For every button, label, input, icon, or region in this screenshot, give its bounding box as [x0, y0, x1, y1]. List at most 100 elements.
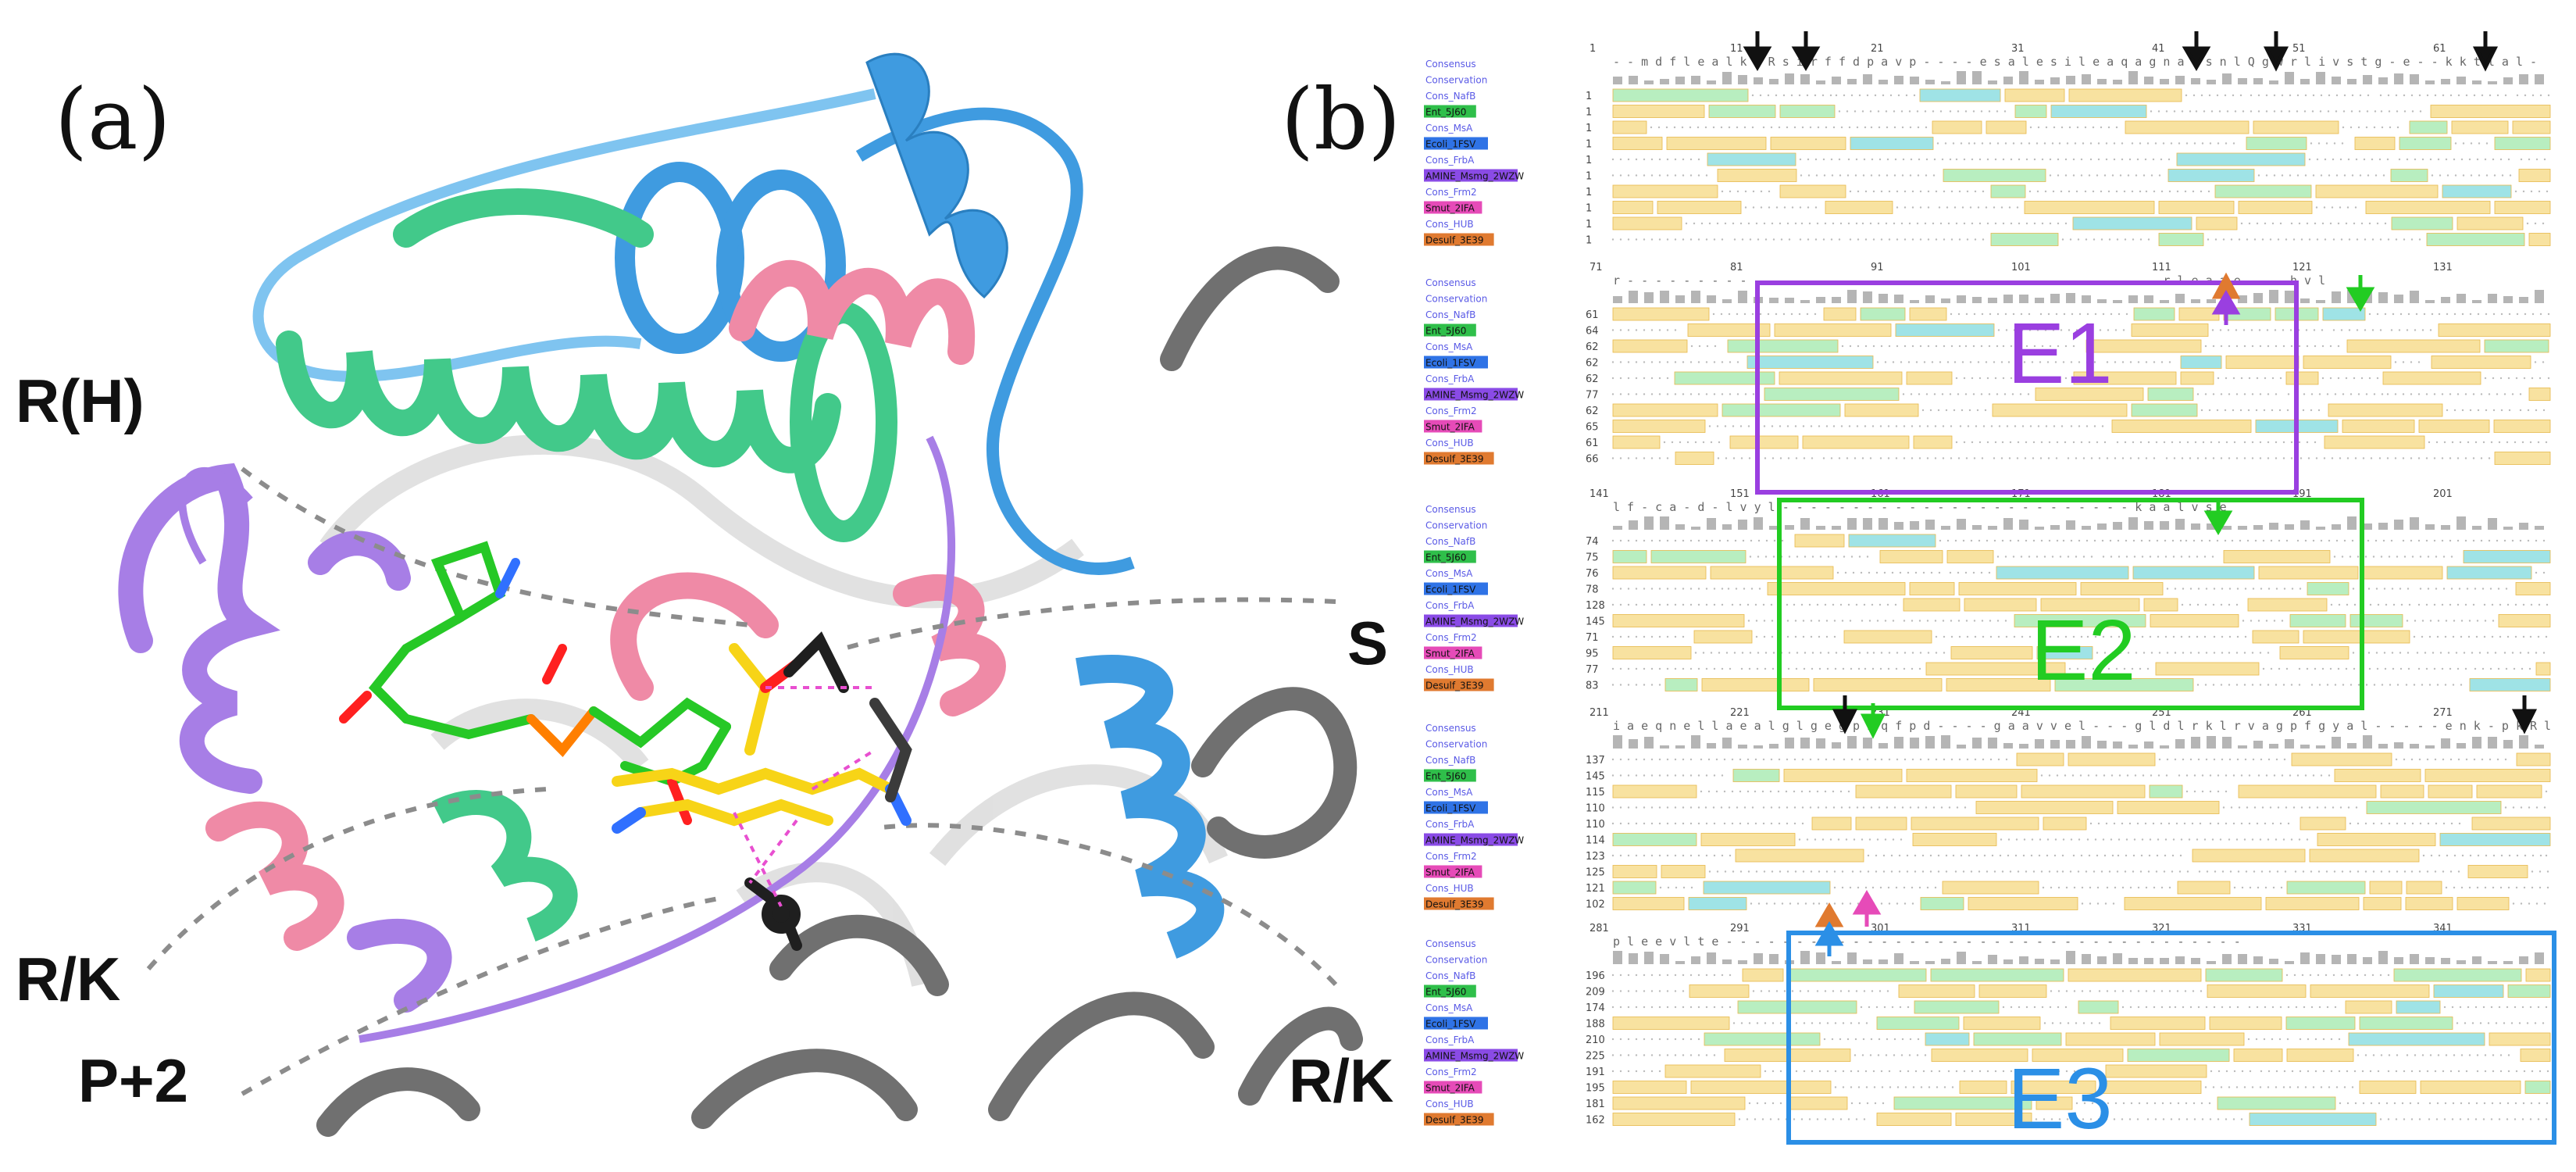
gap-dot [2367, 588, 2371, 590]
gap-dot [1635, 635, 1638, 638]
residue-highlight [2150, 614, 2239, 627]
gap-dot [2168, 886, 2171, 889]
gap-dot [2345, 377, 2348, 380]
gap-dot [1925, 158, 1928, 161]
gap-dot [2445, 886, 2448, 889]
gap-dot [1713, 361, 1716, 363]
gap-dot [1697, 1054, 1700, 1056]
gap-dot [2411, 822, 2414, 825]
gap-dot [2089, 886, 2092, 889]
gap-dot [2099, 329, 2102, 331]
sequence-name: Ent_5J60 [1425, 326, 1466, 337]
gap-dot [1855, 222, 1858, 225]
gap-dot [2387, 238, 2390, 241]
gap-dot [2116, 238, 2119, 241]
gap-dot [2403, 94, 2406, 97]
gap-dot [2359, 94, 2362, 97]
gap-dot [2453, 158, 2456, 161]
gap-dot [2043, 142, 2046, 145]
gap-dot [2529, 1118, 2532, 1120]
gap-dot [1635, 1054, 1638, 1056]
gap-dot [1914, 1070, 1918, 1073]
gap-dot [2018, 377, 2021, 380]
residue-highlight [2209, 1017, 2282, 1030]
gap-dot [2219, 838, 2222, 841]
gap-dot [1658, 588, 1661, 590]
gap-dot [2033, 1006, 2036, 1009]
gap-dot [1643, 684, 1646, 686]
residue-highlight [1675, 452, 1714, 465]
gap-dot [1705, 588, 1708, 590]
gap-dot [2429, 158, 2432, 161]
gap-dot [1800, 603, 1804, 606]
gap-dot [2111, 652, 2114, 654]
gap-dot [2320, 174, 2323, 177]
gap-dot [2000, 457, 2003, 459]
gap-dot [1835, 652, 1838, 654]
gap-dot [1619, 238, 1622, 241]
gap-dot [2061, 238, 2064, 241]
gap-dot [2328, 94, 2331, 97]
gap-dot [2075, 329, 2078, 331]
gap-dot [2375, 588, 2378, 590]
gap-dot [2221, 758, 2224, 761]
gap-dot [2204, 1086, 2207, 1088]
gap-dot [1824, 1118, 1827, 1120]
gap-dot [1846, 1038, 1850, 1041]
residue-highlight [2068, 968, 2202, 982]
gap-dot [2255, 409, 2258, 412]
gap-dot [1762, 126, 1765, 129]
gap-dot [2492, 313, 2496, 316]
gap-dot [2504, 758, 2507, 761]
gap-dot [1786, 126, 1789, 129]
gap-dot [1611, 806, 1614, 809]
gap-dot [1713, 603, 1716, 606]
gap-dot [2185, 1118, 2189, 1120]
gap-dot [2445, 1054, 2448, 1056]
sequence-start: 1 [1586, 187, 1592, 198]
gap-dot [2380, 870, 2383, 873]
gap-dot [1793, 1118, 1796, 1120]
gap-dot [2232, 1118, 2235, 1120]
gap-dot [2376, 222, 2379, 225]
gap-dot [2542, 539, 2546, 542]
gap-dot [1619, 667, 1622, 670]
gap-dot [2449, 758, 2453, 761]
gap-dot [1977, 206, 1980, 209]
gap-dot [2528, 158, 2531, 161]
gap-dot [1817, 806, 1820, 809]
purple-helix [118, 463, 452, 1013]
gap-dot [2156, 854, 2159, 857]
gap-dot [1937, 870, 1940, 873]
gap-dot [2235, 684, 2239, 686]
gap-dot [2192, 1102, 2196, 1105]
gap-dot [1929, 854, 1932, 857]
residue-highlight [2535, 662, 2551, 676]
gap-dot [1969, 206, 1972, 209]
gap-dot [1771, 1102, 1775, 1105]
gap-dot [2542, 409, 2546, 412]
gap-dot [2018, 1006, 2021, 1009]
gap-dot [1895, 425, 1898, 427]
sequence-start: 62 [1586, 358, 1599, 370]
sequence-start: 64 [1586, 326, 1599, 338]
gap-dot [1721, 667, 1724, 670]
gap-dot [1978, 377, 1982, 380]
gap-dot [2063, 313, 2066, 316]
gap-dot [2147, 238, 2150, 241]
gap-dot [2277, 238, 2280, 241]
conservation-bar [2097, 523, 2107, 530]
gap-dot [2162, 142, 2165, 145]
gap-dot [1705, 393, 1708, 395]
gap-dot [2330, 1038, 2333, 1041]
gap-dot [1971, 1070, 1974, 1073]
gap-dot [1611, 667, 1614, 670]
gap-dot [1907, 571, 1910, 574]
sequence-name: Desulf_3E39 [1425, 454, 1484, 465]
gap-dot [2529, 1006, 2532, 1009]
residue-highlight [1964, 598, 2037, 612]
gap-dot [1739, 758, 1742, 761]
conservation-bar [2285, 291, 2294, 303]
gap-dot [2040, 870, 2043, 873]
gap-dot [1757, 902, 1761, 905]
